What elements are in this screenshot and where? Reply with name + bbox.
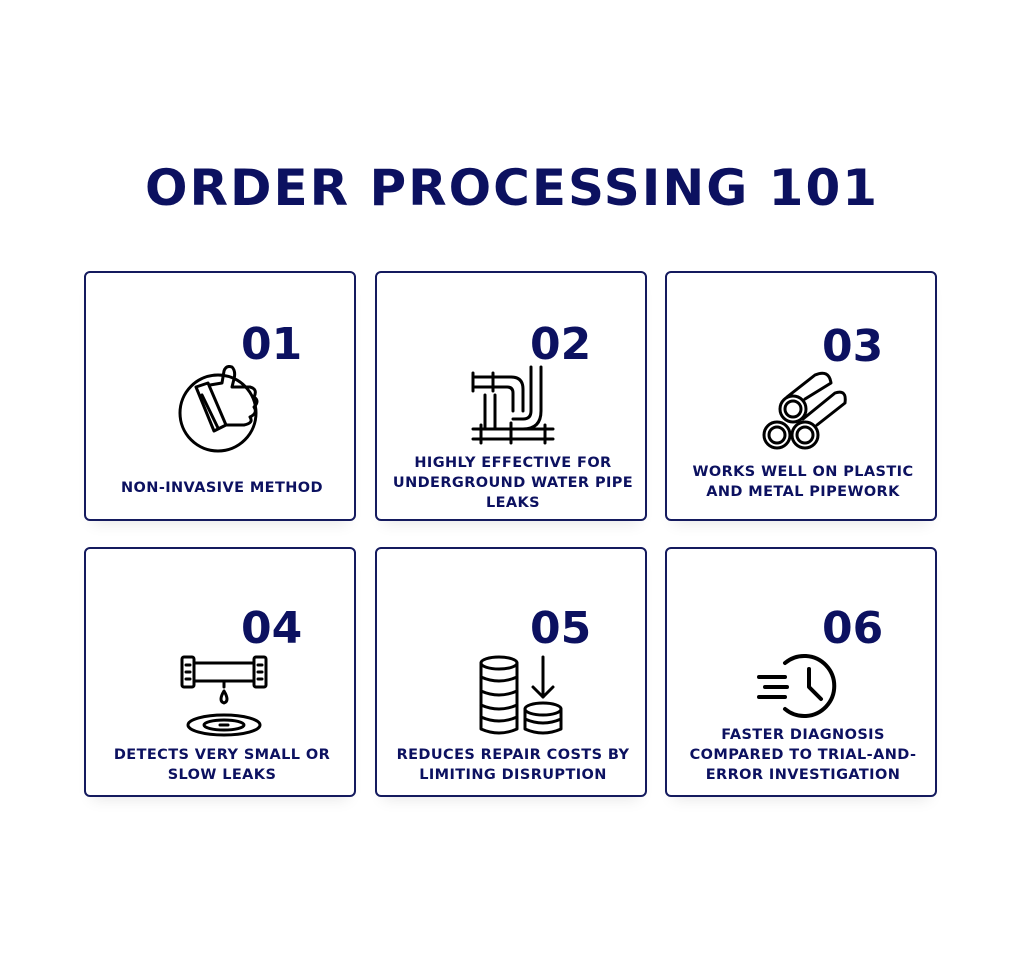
card-label: FASTER DIAGNOSIS COMPARED TO TRIAL-AND-E… [689, 727, 917, 783]
page-title: ORDER PROCESSING 101 [144, 159, 880, 217]
coins-down-icon [479, 655, 563, 735]
card-number: 06 [822, 603, 884, 654]
benefit-card-02: 02 HIGHLY EFFECTIVE FOR UNDERGROUND WATE… [375, 271, 647, 521]
card-label: HIGHLY EFFECTIVE FOR UNDERGROUND WATER P… [392, 455, 634, 511]
card-number: 05 [530, 603, 592, 654]
fast-clock-icon [757, 654, 837, 718]
card-label: REDUCES REPAIR COSTS BY LIMITING DISRUPT… [396, 747, 630, 783]
card-label: NON-INVASIVE METHOD [121, 480, 323, 496]
benefit-card-03: 03 WORKS WELL ON PLASTIC AND METAL PIPEW… [665, 271, 937, 521]
card-number: 03 [822, 321, 884, 372]
card-number: 02 [530, 319, 592, 370]
card-label: WORKS WELL ON PLASTIC AND METAL PIPEWORK [692, 464, 914, 500]
pipes-icon [471, 365, 555, 445]
thumbs-up-icon [178, 365, 259, 453]
card-number: 01 [241, 319, 303, 370]
leaking-pipe-icon [180, 655, 268, 737]
benefit-card-05: 05 REDUCES REPAIR COSTS BY LIMITING DISR… [375, 547, 647, 797]
stacked-pipes-icon [762, 371, 847, 450]
card-label: DETECTS VERY SMALL OR SLOW LEAKS [113, 747, 331, 783]
benefit-card-04: 04 DETECTS VERY SMALL OR SLOW LEAKS [84, 547, 356, 797]
benefit-card-06: 06 FASTER DIAGNOSIS COMPARED TO TRIAL-AN… [665, 547, 937, 797]
card-number: 04 [241, 603, 303, 654]
benefit-card-01: 01 NON-INVASIVE METHOD [84, 271, 356, 521]
